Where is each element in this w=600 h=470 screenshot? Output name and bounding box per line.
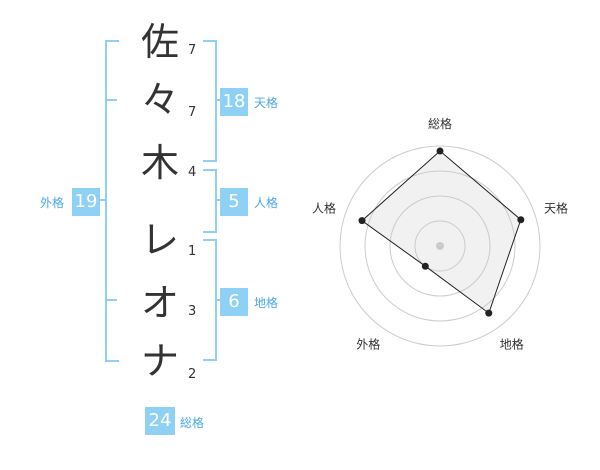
gaikaku-bracket-tick-bottom bbox=[105, 299, 117, 301]
gaikaku-value: 19 bbox=[72, 188, 100, 216]
jinkaku-label: 人格 bbox=[254, 196, 279, 210]
radar-point-1 bbox=[436, 147, 444, 155]
stroke-count-6: 2 bbox=[188, 367, 197, 382]
radar-center bbox=[436, 242, 444, 250]
stroke-count-4: 1 bbox=[188, 244, 197, 259]
radar-ring bbox=[389, 195, 491, 297]
soukaku-value: 24 bbox=[145, 407, 175, 435]
name-char-4: レ bbox=[140, 218, 179, 262]
radar-axis-label-2: 天格 bbox=[544, 200, 568, 215]
radar-ring bbox=[339, 145, 541, 347]
tenkaku-value: 18 bbox=[220, 88, 248, 116]
gaikaku-label: 外格 bbox=[40, 196, 65, 210]
soukaku-label: 総格 bbox=[180, 416, 205, 430]
name-char-2: 々 bbox=[140, 78, 179, 122]
radar-point-4 bbox=[421, 262, 429, 270]
chikaku-value: 6 bbox=[220, 288, 248, 316]
jinkaku-value: 5 bbox=[220, 188, 248, 216]
name-char-5: オ bbox=[140, 281, 179, 325]
chikaku-bracket bbox=[203, 239, 217, 361]
radar-ring bbox=[414, 220, 466, 272]
name-char-6: ナ bbox=[140, 339, 179, 383]
radar-axis-label-1: 総格 bbox=[428, 116, 452, 131]
radar-axis-label-5: 人格 bbox=[312, 200, 336, 215]
jinkaku-bracket bbox=[203, 169, 217, 233]
stroke-count-2: 7 bbox=[188, 105, 197, 120]
radar-axis-label-4: 外格 bbox=[356, 337, 380, 352]
radar-point-3 bbox=[485, 309, 493, 317]
chikaku-label: 地格 bbox=[254, 296, 279, 310]
stroke-count-5: 3 bbox=[188, 304, 197, 319]
name-char-1: 佐 bbox=[140, 20, 179, 64]
radar-ring bbox=[364, 170, 516, 322]
tenkaku-label: 天格 bbox=[254, 96, 279, 110]
gaikaku-bracket-tick-top bbox=[105, 99, 117, 101]
stroke-count-1: 7 bbox=[188, 43, 197, 58]
radar-point-2 bbox=[517, 216, 525, 224]
gaikaku-bracket-outer bbox=[105, 40, 119, 362]
name-char-3: 木 bbox=[140, 141, 179, 185]
stroke-count-3: 4 bbox=[188, 165, 197, 180]
gaikaku-connector bbox=[100, 199, 106, 201]
tenkaku-bracket bbox=[203, 40, 217, 162]
radar-axis-label-3: 地格 bbox=[500, 337, 524, 352]
radar-point-5 bbox=[358, 217, 366, 225]
radar-area bbox=[361, 150, 522, 314]
